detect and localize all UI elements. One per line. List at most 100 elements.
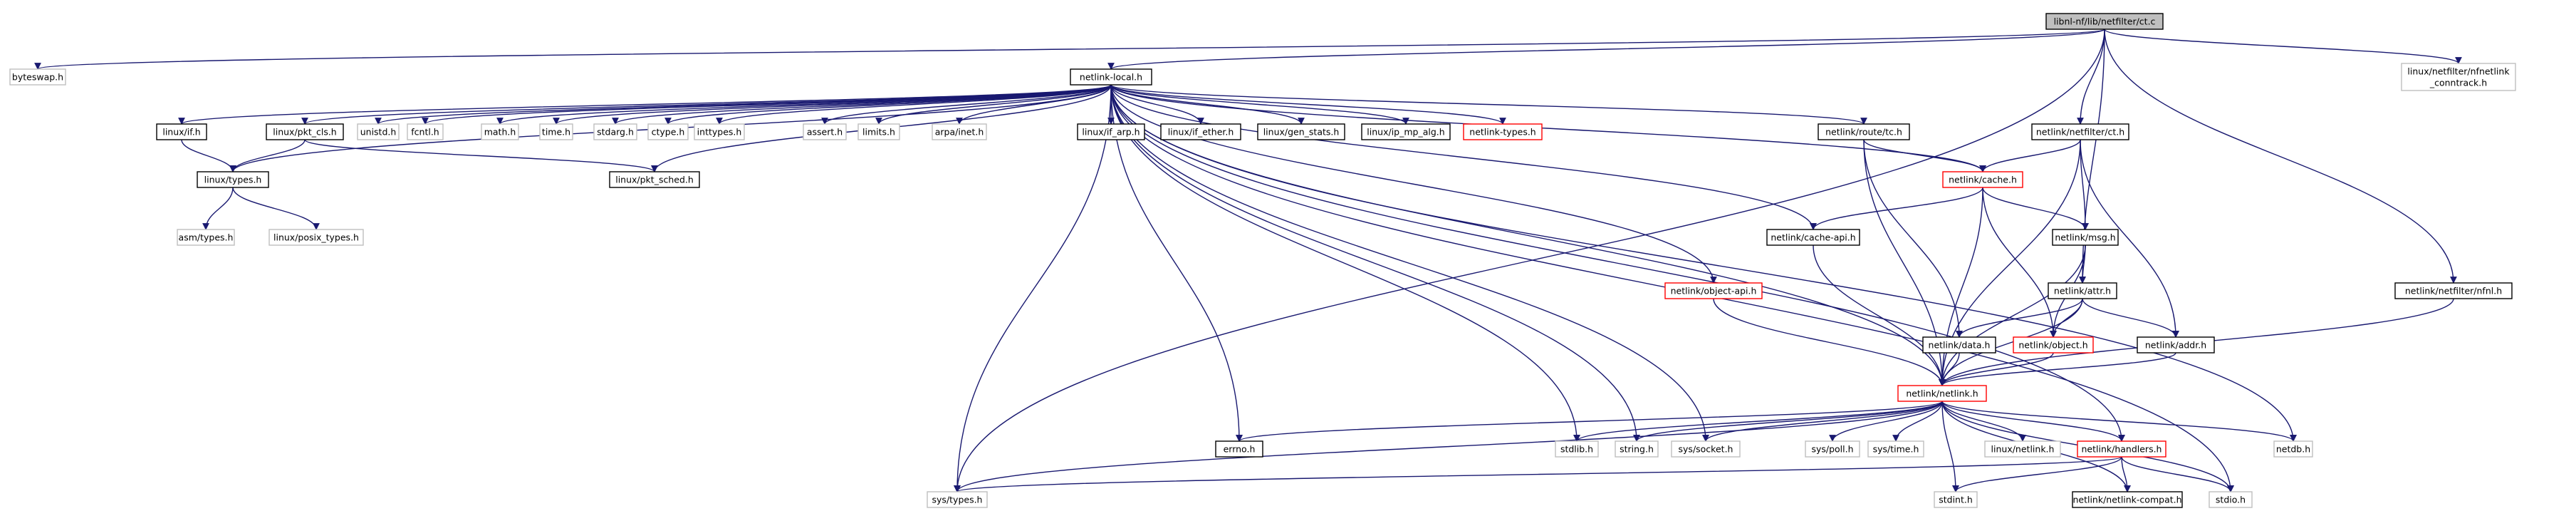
edge-nl_local-to-nl_types — [1110, 84, 1506, 125]
edge-root-to-nl_local — [1107, 29, 2105, 70]
node-box — [1077, 123, 1145, 140]
edge-linux_types-to-asm_types — [202, 187, 234, 230]
node-label: netlink-types.h — [1469, 127, 1535, 138]
node-box — [1942, 171, 2023, 188]
node-netlink-h[interactable]: netlink/netlink.h — [1897, 385, 1987, 402]
node-label: sys/time.h — [1873, 444, 1919, 455]
node-cache-h[interactable]: netlink/cache.h — [1942, 171, 2023, 188]
node-byteswap: byteswap.h — [9, 68, 66, 86]
edge-nl_local-to-cache_h — [1110, 84, 1986, 172]
node-ctype: ctype.h — [647, 123, 689, 140]
node-label: sys/socket.h — [1679, 444, 1733, 455]
node-stdlib: stdlib.h — [1555, 440, 1599, 458]
node-label: netlink/netfilter/nfnl.h — [2405, 286, 2502, 296]
node-nl-local[interactable]: netlink-local.h — [1070, 68, 1152, 86]
edge-object_api-to-netlink_h — [1713, 298, 1946, 386]
edge-netlink_h-to-sys_types — [954, 401, 1943, 492]
node-pkt-sched[interactable]: linux/pkt_sched.h — [609, 171, 700, 188]
node-addr-h[interactable]: netlink/addr.h — [2137, 336, 2215, 354]
node-if-arp[interactable]: linux/if_arp.h — [1077, 123, 1145, 140]
node-route-tc[interactable]: netlink/route/tc.h — [1818, 123, 1910, 140]
node-root[interactable]: libnl-nf/lib/netfilter/ct.c — [2045, 13, 2164, 30]
node-box — [266, 123, 344, 140]
node-label: stdlib.h — [1560, 444, 1593, 455]
node-limits: limits.h — [857, 123, 900, 140]
node-object-api[interactable]: netlink/object-api.h — [1664, 282, 1763, 299]
node-attr-h[interactable]: netlink/attr.h — [2048, 282, 2117, 299]
node-math: math.h — [481, 123, 519, 140]
node-label: assert.h — [807, 127, 843, 138]
node-stdarg: stdarg.h — [593, 123, 637, 140]
node-label: netlink/netlink-compat.h — [2072, 495, 2181, 505]
node-linux-types[interactable]: linux/types.h — [197, 171, 269, 188]
node-netdb: netdb.h — [2273, 440, 2313, 458]
node-label: ctype.h — [652, 127, 685, 138]
node-box — [481, 123, 519, 140]
node-stdint: stdint.h — [1934, 491, 1978, 508]
node-ct-h[interactable]: netlink/netfilter/ct.h — [2031, 123, 2129, 140]
node-label: netlink/route/tc.h — [1825, 127, 1902, 138]
node-label: linux/pkt_sched.h — [615, 175, 694, 185]
edge-root-to-byteswap — [35, 29, 2105, 70]
node-nl-compat[interactable]: netlink/netlink-compat.h — [2072, 491, 2183, 508]
edge-nl_local-to-if_ether — [1110, 84, 1204, 125]
node-box — [1615, 440, 1659, 458]
edge-netlink_h-to-stdlib — [1573, 401, 1943, 442]
edge-pkt_cls-to-pkt_sched — [304, 139, 658, 172]
node-box — [1766, 229, 1860, 246]
edge-root-to-nfnl_ct — [2104, 29, 2462, 64]
node-data-h[interactable]: netlink/data.h — [1922, 336, 1996, 354]
node-box — [1555, 440, 1599, 458]
node-cache-api[interactable]: netlink/cache-api.h — [1766, 229, 1860, 246]
node-label: string.h — [1620, 444, 1654, 455]
node-fcntl: fcntl.h — [407, 123, 444, 140]
node-box — [268, 229, 364, 246]
node-label: linux/ip_mp_alg.h — [1367, 127, 1444, 138]
node-sys-socket: sys/socket.h — [1671, 440, 1741, 458]
node-box — [2048, 282, 2117, 299]
node-box — [2137, 336, 2215, 354]
edge-nl_local-to-sys_types — [954, 84, 1112, 492]
node-errno[interactable]: errno.h — [1215, 440, 1263, 458]
edge-ct_h-to-cache_h — [1979, 139, 2081, 172]
edge-nl_local-to-stdlib — [1110, 84, 1580, 442]
node-handlers[interactable]: netlink/handlers.h — [2077, 440, 2166, 458]
edge-nl_local-to-ip_mp_alg — [1110, 84, 1409, 125]
node-label: netlink/object-api.h — [1671, 286, 1757, 296]
node-box — [2077, 440, 2166, 458]
node-gen-stats[interactable]: linux/gen_stats.h — [1257, 123, 1345, 140]
node-box — [9, 68, 66, 86]
node-box — [2273, 440, 2313, 458]
node-ip-mp-alg[interactable]: linux/ip_mp_alg.h — [1361, 123, 1451, 140]
node-nl-types[interactable]: netlink-types.h — [1463, 123, 1543, 140]
edge-nl_local-to-unistd — [375, 84, 1112, 125]
node-box — [1215, 440, 1263, 458]
node-label: netlink/msg.h — [2055, 232, 2115, 243]
node-label: limits.h — [862, 127, 895, 138]
node-label: linux/pkt_cls.h — [273, 127, 336, 138]
node-msg-h[interactable]: netlink/msg.h — [2052, 229, 2119, 246]
node-label: byteswap.h — [12, 72, 63, 83]
node-box — [2394, 282, 2513, 299]
edge-nl_local-to-cache_api — [1110, 84, 1817, 230]
node-box — [2045, 13, 2164, 30]
node-label: netlink-local.h — [1080, 72, 1142, 83]
node-label: linux/if_ether.h — [1168, 127, 1234, 138]
node-nfnl-h[interactable]: netlink/netfilter/nfnl.h — [2394, 282, 2513, 299]
node-object-h[interactable]: netlink/object.h — [2013, 336, 2094, 354]
edge-route_tc-to-data_h — [1863, 139, 1963, 338]
edge-attr_h-to-addr_h — [2082, 298, 2179, 338]
node-linux-netlink: linux/netlink.h — [1984, 440, 2061, 458]
node-linux-if[interactable]: linux/if.h — [156, 123, 207, 140]
edge-netlink_h-to-sys_time — [1892, 401, 1943, 442]
node-label: netlink/data.h — [1929, 340, 1991, 351]
node-label: netlink/addr.h — [2145, 340, 2206, 351]
node-label: stdarg.h — [597, 127, 634, 138]
node-pkt-cls[interactable]: linux/pkt_cls.h — [266, 123, 344, 140]
node-label: inttypes.h — [697, 127, 742, 138]
node-label: unistd.h — [360, 127, 397, 138]
edge-cache_h-to-msg_h — [1982, 187, 2089, 230]
node-if-ether[interactable]: linux/if_ether.h — [1160, 123, 1241, 140]
node-label: netlink/handlers.h — [2082, 444, 2162, 455]
edge-handlers-to-stdio — [2121, 456, 2234, 492]
